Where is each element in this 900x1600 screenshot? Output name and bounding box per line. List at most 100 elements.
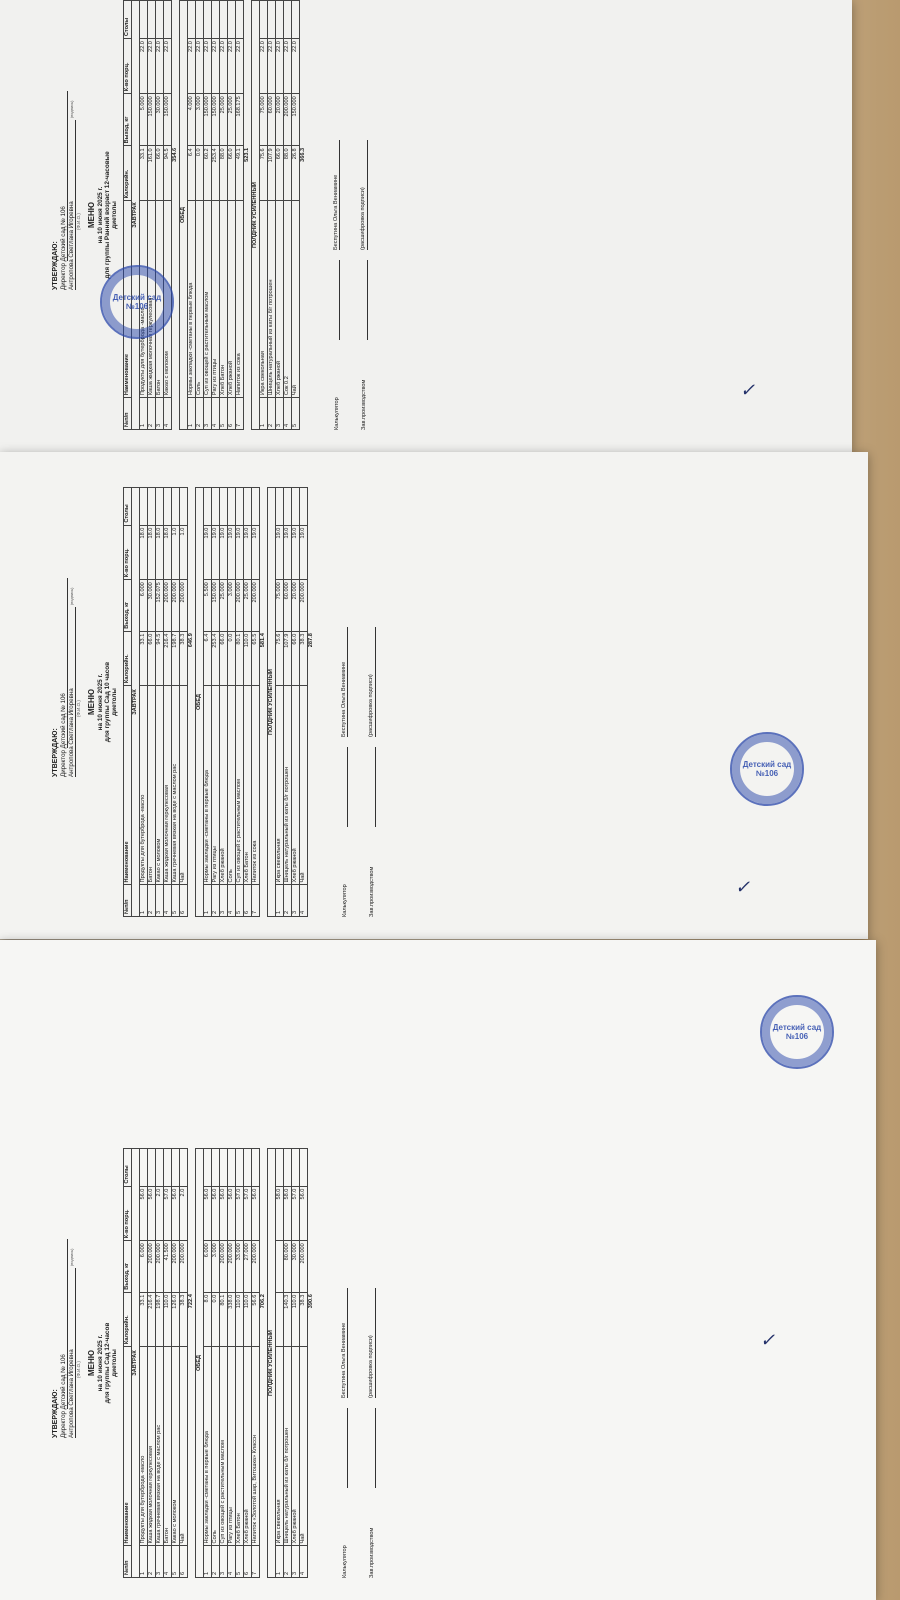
table-cell: 57.0	[243, 1186, 252, 1241]
table-cell: 110.0	[291, 1292, 300, 1347]
table-cell: 25.000	[243, 579, 252, 632]
table-cell: 0.0	[195, 145, 204, 201]
table-cell	[179, 487, 188, 526]
table-cell: 22.0	[195, 38, 204, 94]
table-cell: Каша жидкая молочная геркулесовая	[163, 685, 172, 885]
table-cell: 56.0	[147, 1186, 156, 1241]
diet-label: диетолы	[111, 1349, 119, 1377]
table-cell: 49.1	[235, 145, 244, 201]
calculator-label: Калькулятор	[341, 1545, 348, 1578]
table-cell: 1	[259, 397, 268, 430]
col-tables: Столы	[123, 1148, 132, 1187]
table-cell: 65.5	[251, 631, 260, 686]
table-cell: 4	[163, 884, 172, 917]
table-cell: 2	[211, 884, 220, 917]
table-cell: Хлеб ржаной	[219, 685, 228, 885]
table-cell: 200.000	[283, 93, 292, 146]
approval-title: УТВЕРЖДАЮ:	[52, 728, 59, 777]
table-cell: Хлеб Батон	[219, 200, 228, 398]
table-cell: 1	[203, 1545, 212, 1578]
table-cell: 5	[219, 397, 228, 430]
table-cell: 33.1	[139, 145, 148, 201]
diet-label: диетолы	[111, 201, 119, 229]
manager-label: Зав.производством	[369, 1527, 376, 1578]
table-cell: Хлеб ржаной	[291, 1346, 300, 1546]
table-cell: 1.0	[179, 525, 188, 580]
table-cell: Чай	[179, 685, 188, 885]
table-cell: 110.0	[243, 1292, 252, 1347]
table-cell: 66.0	[219, 631, 228, 686]
total-row: 354.6	[171, 1, 179, 430]
table-cell: 2	[195, 397, 204, 430]
menu-date: на 10 июня 2025 г.	[96, 186, 104, 244]
col-kcal: Калорийн.	[123, 1292, 132, 1347]
table-cell: 25.000	[227, 93, 236, 146]
table-cell: 19.0	[299, 525, 308, 580]
table-cell: Какао с молоком	[171, 1346, 180, 1546]
table-cell: 6	[243, 1545, 252, 1578]
table-cell	[219, 1148, 228, 1187]
table-cell: 107.9	[267, 145, 276, 201]
table-cell: 8.0	[203, 1292, 212, 1347]
table-cell: 22.0	[147, 38, 156, 94]
table-cell: 200.000	[155, 1240, 164, 1293]
table-cell: Рагу из птицы	[227, 1346, 236, 1546]
table-cell: 19.0	[283, 525, 292, 580]
stamp-text: Детский сад №106	[112, 293, 162, 311]
group-name: для группы Сад 12-часов	[104, 1322, 112, 1404]
table-cell: Нормы закладки -сметаны в первые блюда	[203, 1346, 212, 1546]
table-cell: 216.4	[163, 631, 172, 686]
table-cell: 22.0	[187, 38, 196, 94]
table-cell: 19.0	[211, 525, 220, 580]
section-row: ЗАВТРАК	[131, 487, 140, 917]
col-num: №п/п	[123, 1545, 132, 1578]
table-cell: 22.0	[155, 38, 164, 94]
col-name: Наименование	[123, 685, 132, 885]
table-cell: 20.000	[275, 93, 284, 146]
table-cell: 6.000	[203, 1240, 212, 1293]
sign-caption: (подпись)	[69, 100, 75, 119]
section-total: 366.3	[300, 147, 307, 162]
table-cell: 57.0	[291, 1186, 300, 1241]
table-cell: 5.500	[203, 579, 212, 632]
approval-title: УТВЕРЖДАЮ:	[52, 1389, 59, 1438]
table-cell: 150.000	[163, 93, 172, 146]
table-cell: 200.000	[171, 1240, 180, 1293]
col-tables: Столы	[123, 487, 132, 526]
table-cell	[195, 0, 204, 39]
table-cell: 58.0	[275, 1186, 284, 1241]
table-cell: Соль	[227, 685, 236, 885]
table-cell: 88.0	[283, 145, 292, 201]
calculator-name: Беспутина Ольга Вениамине	[340, 627, 349, 737]
table-cell	[139, 1148, 148, 1187]
manager-sign-line	[374, 747, 376, 827]
table-cell: 338.0	[227, 1292, 236, 1347]
table-cell: 161.0	[147, 145, 156, 201]
manager-sign-caption: (расшифровка подписи)	[360, 140, 368, 250]
table-cell	[211, 1148, 220, 1187]
table-cell: 110.0	[235, 1292, 244, 1347]
manager-sign-line	[374, 1408, 376, 1488]
table-cell: 4	[299, 1545, 308, 1578]
